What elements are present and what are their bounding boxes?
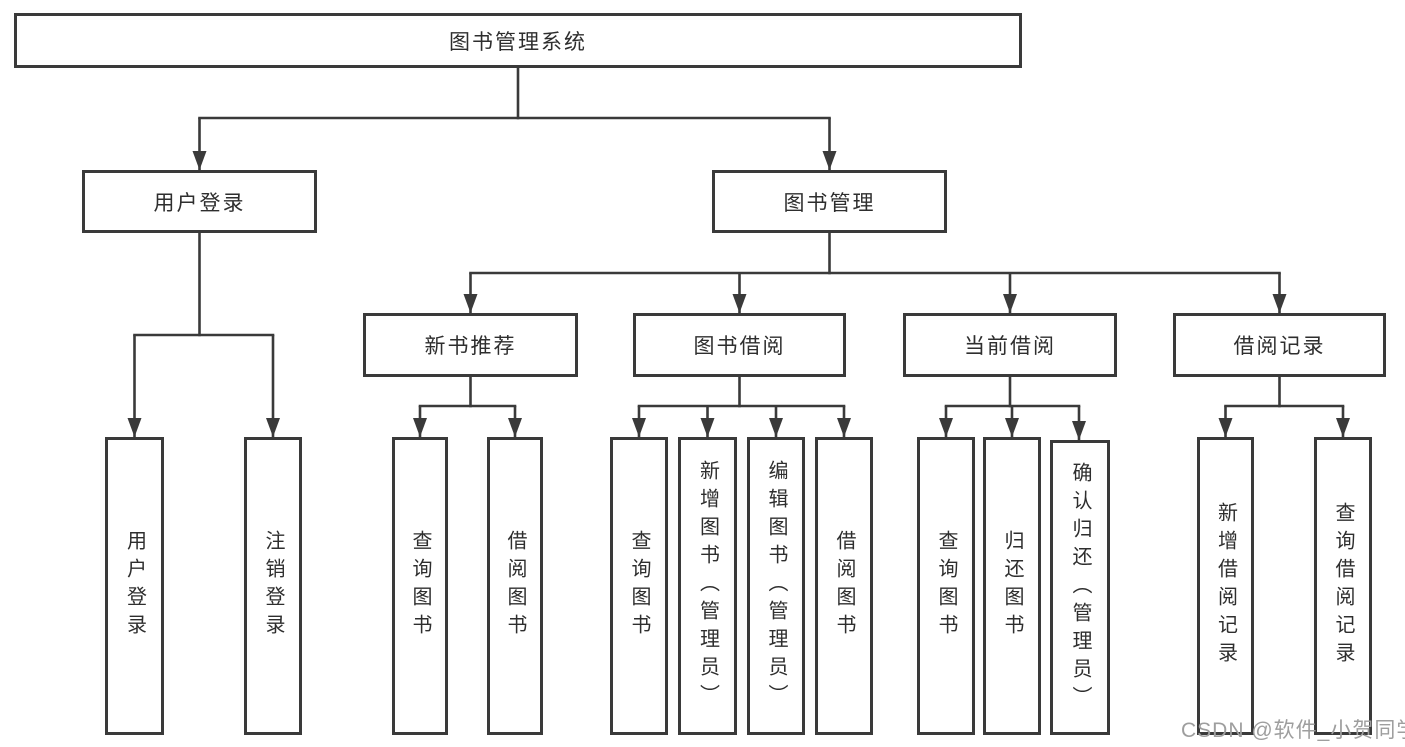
node-label: 图书借阅: [693, 335, 786, 358]
node-label: 用户登录: [123, 530, 146, 642]
node-label: 图书管理系统: [449, 30, 587, 54]
node-book-management: 图书管理: [712, 170, 947, 233]
leaf-return-book: 归还图书: [983, 437, 1041, 735]
node-label: 归还图书: [1001, 530, 1023, 642]
node-label: 新增图书（管理员）: [696, 460, 719, 712]
node-label: 借阅图书: [504, 530, 526, 642]
leaf-query-book-3: 查询图书: [917, 437, 975, 735]
leaf-query-borrow-record: 查询借阅记录: [1314, 437, 1372, 735]
node-label: 查询图书: [628, 530, 650, 642]
node-current-borrow: 当前借阅: [903, 313, 1117, 377]
leaf-user-login: 用户登录: [105, 437, 164, 735]
leaf-add-borrow-record: 新增借阅记录: [1197, 437, 1254, 735]
node-book-borrow: 图书借阅: [633, 313, 846, 377]
node-label: 新书推荐: [424, 335, 517, 358]
csdn-watermark: CSDN @软件_小贺同学: [1181, 719, 1405, 742]
leaf-add-book-admin: 新增图书（管理员）: [678, 437, 737, 735]
node-label: 查询借阅记录: [1332, 502, 1354, 670]
leaf-borrow-book-1: 借阅图书: [487, 437, 543, 735]
node-new-book-recommend: 新书推荐: [363, 313, 578, 377]
node-label: 图书管理: [783, 191, 876, 215]
leaf-confirm-return-admin: 确认归还（管理员）: [1050, 440, 1110, 735]
node-label: 新增借阅记录: [1214, 502, 1237, 670]
node-label: 确认归还（管理员）: [1069, 461, 1091, 714]
node-label: 查询图书: [935, 530, 957, 642]
node-user-login: 用户登录: [82, 170, 317, 233]
node-label: 查询图书: [409, 530, 431, 642]
leaf-borrow-book-2: 借阅图书: [815, 437, 873, 735]
node-label: 编辑图书（管理员）: [765, 460, 787, 712]
leaf-edit-book-admin: 编辑图书（管理员）: [747, 437, 805, 735]
node-label: 注销登录: [262, 530, 284, 642]
node-label: 用户登录: [153, 191, 246, 215]
node-label: 当前借阅: [964, 335, 1056, 358]
node-system-root: 图书管理系统: [14, 13, 1022, 68]
node-borrow-records: 借阅记录: [1173, 313, 1386, 377]
node-label: 借阅图书: [833, 530, 855, 642]
node-label: 借阅记录: [1233, 335, 1326, 358]
leaf-query-book-1: 查询图书: [392, 437, 448, 735]
leaf-logout: 注销登录: [244, 437, 302, 735]
leaf-query-book-2: 查询图书: [610, 437, 668, 735]
